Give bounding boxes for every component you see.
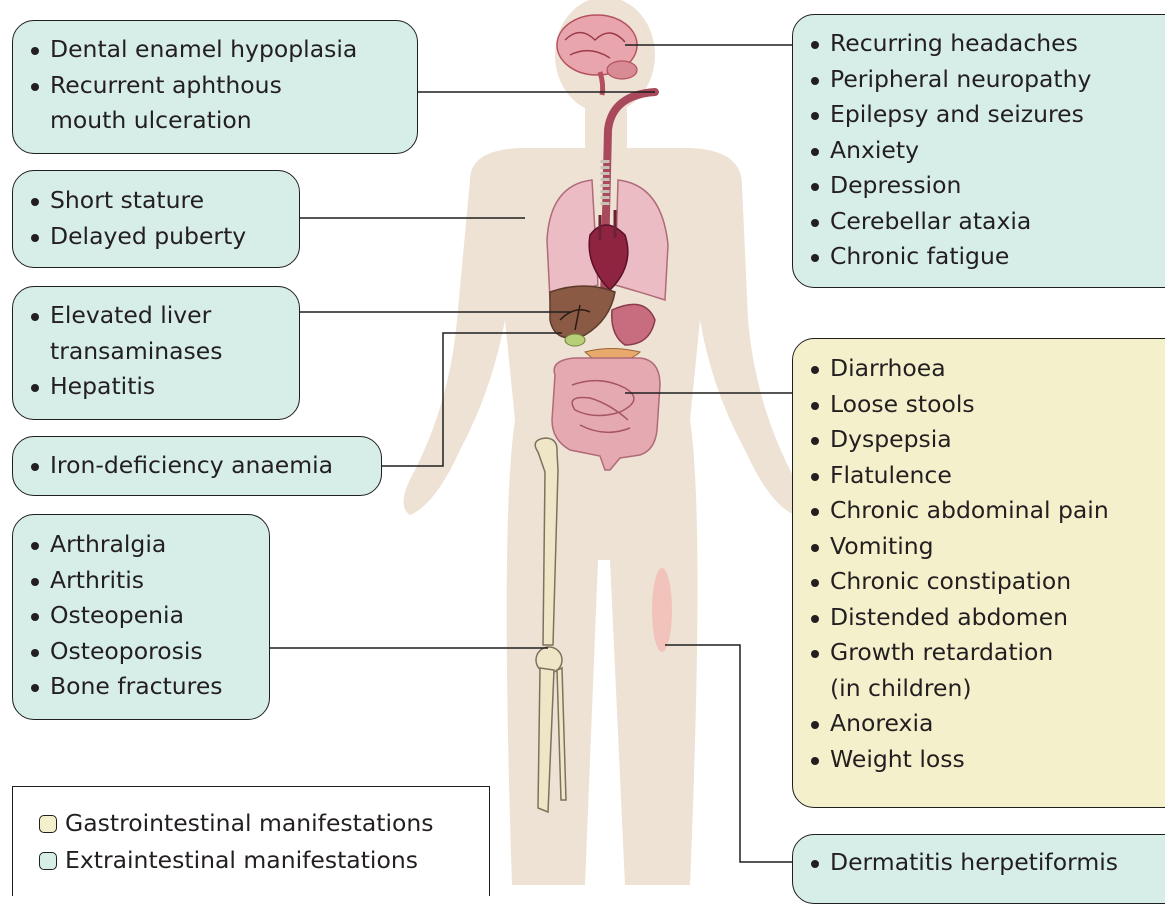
callout-item: Flatulence	[809, 458, 1162, 494]
callout-item: Chronic fatigue	[809, 239, 1162, 275]
gallbladder	[565, 334, 585, 346]
callout-item-continuation: mouth ulceration	[29, 103, 403, 139]
callout-item: Recurring headaches	[809, 26, 1162, 62]
callout-item: Osteoporosis	[29, 634, 255, 670]
callout-item: Dyspepsia	[809, 422, 1162, 458]
legend-row-gastrointestinal: Gastrointestinal manifestations	[39, 805, 489, 842]
callout-item: Vomiting	[809, 529, 1162, 565]
callout-item: Depression	[809, 168, 1162, 204]
callout-growth-manifestations: Short stature Delayed puberty	[12, 170, 300, 268]
callout-item: Diarrhoea	[809, 351, 1162, 387]
callout-item: Arthritis	[29, 563, 255, 599]
callout-item: Bone fractures	[29, 669, 255, 705]
callout-skin-manifestations: Dermatitis herpetiformis	[792, 834, 1165, 904]
callout-item: Hepatitis	[29, 369, 285, 405]
legend-swatch-extraintestinal	[39, 852, 57, 870]
callout-item: Anxiety	[809, 133, 1162, 169]
legend-label-gastrointestinal: Gastrointestinal manifestations	[65, 805, 434, 842]
callout-item: Delayed puberty	[29, 219, 285, 255]
callout-item: Weight loss	[809, 742, 1162, 778]
skin-lesion	[652, 568, 672, 652]
callout-item: Dental enamel hypoplasia	[29, 32, 403, 68]
callout-bone-manifestations: Arthralgia Arthritis Osteopenia Osteopor…	[12, 514, 270, 720]
callout-item: Distended abdomen	[809, 600, 1162, 636]
callout-oral-manifestations: Dental enamel hypoplasia Recurrent aphth…	[12, 20, 418, 154]
callout-item: Recurrent aphthous	[29, 68, 403, 104]
callout-neurological-manifestations: Recurring headaches Peripheral neuropath…	[792, 14, 1165, 288]
callout-gastrointestinal-manifestations: Diarrhoea Loose stools Dyspepsia Flatule…	[792, 338, 1165, 808]
callout-item: Loose stools	[809, 387, 1162, 423]
legend: Gastrointestinal manifestations Extraint…	[12, 786, 490, 896]
callout-item: Epilepsy and seizures	[809, 97, 1162, 133]
callout-item: Chronic constipation	[809, 564, 1162, 600]
callout-item: Arthralgia	[29, 527, 255, 563]
callout-blood-manifestations: Iron-deficiency anaemia	[12, 436, 382, 496]
callout-item: Peripheral neuropathy	[809, 62, 1162, 98]
legend-swatch-gastrointestinal	[39, 815, 57, 833]
callout-item: Elevated liver	[29, 298, 285, 334]
legend-row-extraintestinal: Extraintestinal manifestations	[39, 842, 489, 879]
callout-item: Anorexia	[809, 706, 1162, 742]
callout-item: Iron-deficiency anaemia	[29, 448, 367, 484]
callout-liver-manifestations: Elevated liver transaminases Hepatitis	[12, 286, 300, 420]
callout-item: Chronic abdominal pain	[809, 493, 1162, 529]
callout-item-continuation: (in children)	[809, 671, 1162, 707]
callout-item-continuation: transaminases	[29, 334, 285, 370]
callout-item: Osteopenia	[29, 598, 255, 634]
callout-item: Dermatitis herpetiformis	[809, 845, 1162, 881]
legend-label-extraintestinal: Extraintestinal manifestations	[65, 842, 418, 879]
callout-item: Cerebellar ataxia	[809, 204, 1162, 240]
callout-item: Short stature	[29, 183, 285, 219]
callout-item: Growth retardation	[809, 635, 1162, 671]
